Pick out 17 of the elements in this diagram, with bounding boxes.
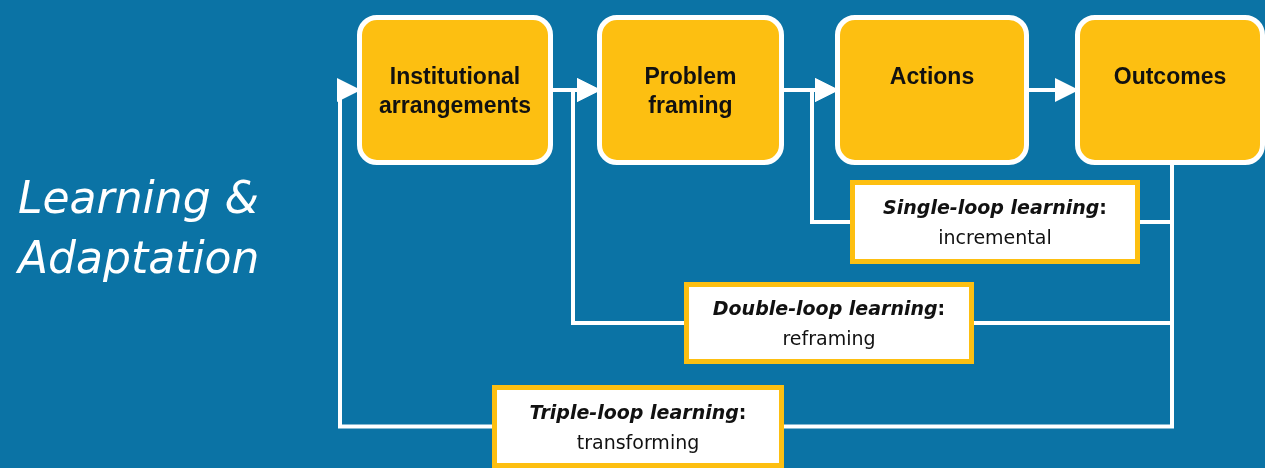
loop-description: transforming [576,429,700,455]
loop-label-box [850,180,1140,264]
loop-heading: Single-loop learning: [883,195,1107,220]
loop-heading: Triple-loop learning: [529,399,747,425]
loop-label-box [492,385,784,468]
loop-heading: Double-loop learning: [712,296,946,321]
process-box: Institutional arrangements [357,15,553,165]
loop-description: incremental [938,225,1052,250]
process-box: Outcomes [1075,15,1265,165]
loop-label-box [684,282,974,364]
arrow [810,78,850,224]
process-box: Problem framing [597,15,784,165]
loop-description: reframing [782,326,876,351]
arrow [571,78,684,325]
arrow [337,78,492,429]
title: Learning & Adaptation [18,171,261,285]
process-box: Actions [835,15,1029,165]
